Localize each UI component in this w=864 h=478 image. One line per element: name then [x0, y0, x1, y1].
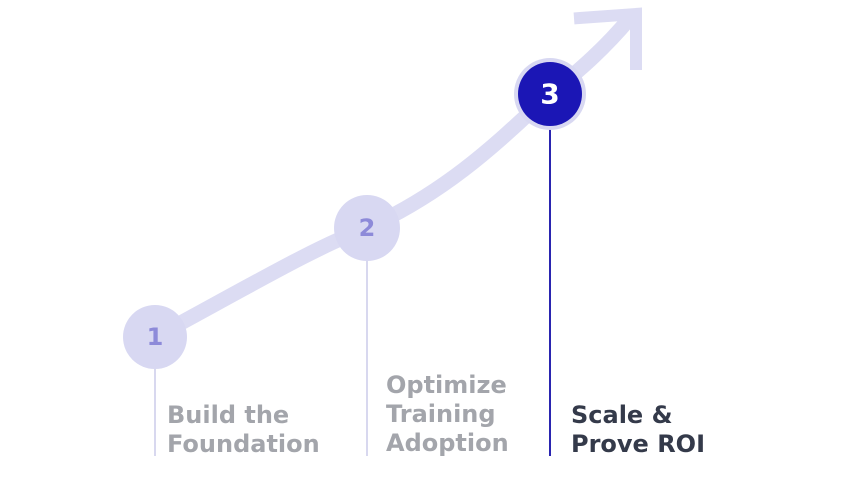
growth-path — [147, 10, 638, 345]
step-1-label-line-1: Build the — [167, 401, 290, 429]
step-3-marker: 3 — [514, 58, 586, 130]
step-1-label-line-2: Foundation — [167, 430, 320, 458]
step-1-number: 1 — [147, 323, 164, 351]
step-2-number: 2 — [359, 214, 376, 242]
step-1-label: Build the Foundation — [167, 401, 320, 459]
step-3-label: Scale & Prove ROI — [571, 401, 705, 459]
step-2-label-line-1: Optimize — [386, 371, 507, 399]
step-3-number: 3 — [540, 78, 559, 111]
step-2-marker: 2 — [334, 195, 400, 261]
arrow-up-right-icon — [573, 7, 642, 70]
step-2-label-line-3: Adoption — [386, 429, 509, 457]
step-2-label-line-2: Training — [386, 400, 496, 428]
step-1-marker: 1 — [123, 305, 187, 369]
step-2-label: Optimize Training Adoption — [386, 371, 509, 458]
step-3-label-line-2: Prove ROI — [571, 430, 706, 458]
step-3-label-line-1: Scale & — [571, 401, 673, 429]
